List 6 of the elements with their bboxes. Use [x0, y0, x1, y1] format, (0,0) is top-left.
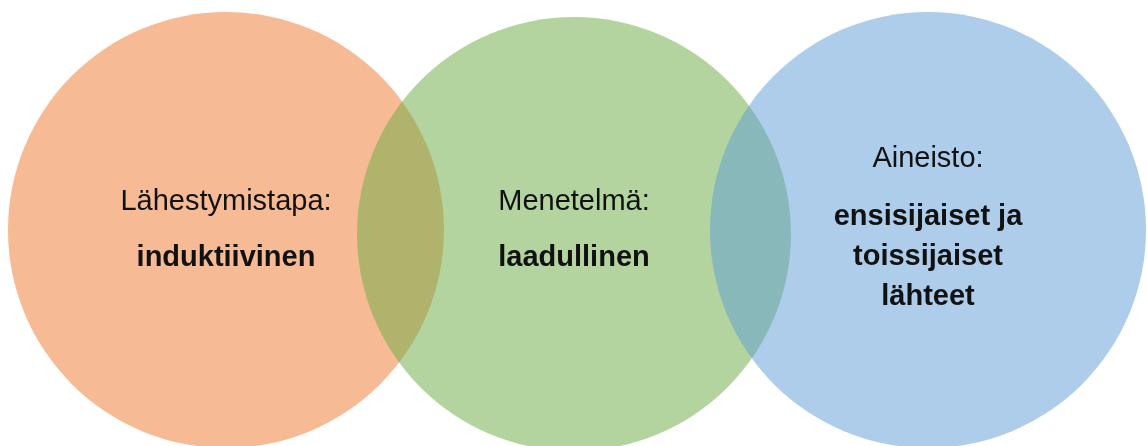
category-heading: Lähestymistapa: [119, 183, 333, 218]
category-heading: Aineisto: [871, 140, 985, 175]
category-value: induktiivinen [135, 239, 317, 274]
category-heading: Menetelmä: [497, 183, 651, 218]
category-value: ensisijaiset ja toissijaiset lähteet [832, 198, 1024, 313]
category-value: laadullinen [497, 239, 651, 274]
